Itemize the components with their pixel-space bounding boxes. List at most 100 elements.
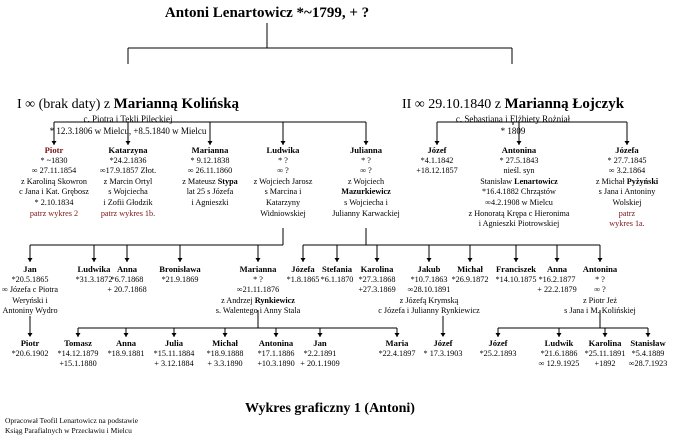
detail-text: ∞ 26.11.1860 xyxy=(187,166,233,176)
detail-text: patrz wykres 1b. xyxy=(100,208,156,218)
surname: Mazurkiewicz xyxy=(341,187,391,197)
person-detail-line: *14.10.1875 xyxy=(496,275,537,286)
detail-text: s. Walentego i Anny Stala xyxy=(215,306,301,316)
surname: Lenartowicz xyxy=(514,176,558,186)
person-detail-line: ∞ 26.11.1860 xyxy=(182,166,238,177)
person-detail-line: *25.11.1891 xyxy=(585,349,626,360)
arrow-down-icon xyxy=(51,141,57,145)
person-detail-line: z Józefą Krymską xyxy=(378,296,480,307)
detail-text: *25.2.1893 xyxy=(479,348,517,358)
arrow-down-icon xyxy=(426,258,432,262)
person-detail-line: *31.3.1872 xyxy=(76,275,113,286)
arrow-down-icon xyxy=(91,258,97,262)
person-józefa: Józefa*1.8.1865 xyxy=(287,264,320,285)
person-name: Józef xyxy=(488,338,508,348)
person-detail-line: *15.11.1884 xyxy=(154,349,195,360)
person-detail-line: ∞28.7.1923 xyxy=(629,359,668,370)
detail-text: *6.1.1870 xyxy=(320,274,354,284)
detail-text: *24.2.1836 xyxy=(109,155,147,165)
detail-text: *17.1.1886 xyxy=(257,348,295,358)
person-name: Ludwika xyxy=(266,145,300,155)
detail-text: *18.9.1888 xyxy=(206,348,244,358)
arrow-down-icon xyxy=(624,141,630,145)
detail-text: * 27.5.1843 xyxy=(499,155,539,165)
person-detail-line: s Marcina i xyxy=(254,187,313,198)
second-spouse-dates: * 1809 xyxy=(500,126,526,136)
arrow-down-icon xyxy=(222,333,228,337)
person-name: Piotr xyxy=(20,338,40,348)
detail-text: ∞17.9.1857 Złot. xyxy=(99,166,157,176)
detail-text: c Józefa i Julianny Rynkiewicz xyxy=(378,306,480,316)
detail-text: ∞ ? xyxy=(360,166,372,176)
arrow-down-icon xyxy=(27,333,33,337)
person-detail-line: ∞ Józefa c Piotra xyxy=(2,285,58,296)
person-name: Jan xyxy=(23,264,37,274)
arrow-down-icon xyxy=(602,333,608,337)
person-detail-line: ∞ ? xyxy=(564,285,636,296)
arrow-down-icon xyxy=(124,258,130,262)
person-karolina: Karolina*25.11.1891+1892 xyxy=(585,338,626,370)
detail-text: * ? xyxy=(253,274,263,284)
detail-text: z Wojciech xyxy=(347,176,385,186)
detail-text: + 22.2.1879 xyxy=(537,285,577,295)
person-bronisława: Bronisława*21.9.1869 xyxy=(159,264,200,285)
person-detail-line: z Wojciech Jarosz xyxy=(254,177,313,188)
detail-text: *16.4.1882 Chrząstów xyxy=(482,187,556,197)
first-marriage-block: I ∞ (brak daty) z Marianną Kolińską c. P… xyxy=(17,96,239,137)
detail-text: +15.1.1880 xyxy=(59,359,97,369)
person-detail-line: * ? xyxy=(254,156,313,167)
person-detail-line: * 9.12.1838 xyxy=(182,156,238,167)
person-detail-line: s. Walentego i Anny Stala xyxy=(216,306,300,317)
person-detail-line: z Karoliną Skowron xyxy=(19,177,89,188)
person-name: Michał xyxy=(457,264,483,274)
person-detail-line: Weryński i xyxy=(2,296,58,307)
detail-text: *31.3.1872 xyxy=(75,274,113,284)
person-maria: Maria*22.4.1897 xyxy=(379,338,416,359)
detail-text: *10.7.1863 xyxy=(410,274,448,284)
person-anna: Anna*18.9.1881 xyxy=(108,338,145,359)
arrow-down-icon xyxy=(440,333,446,337)
person-detail-line: *24.2.1836 xyxy=(100,156,156,167)
person-name: Antonina xyxy=(582,264,618,274)
detail-text: ∞28.10.1891 xyxy=(407,285,451,295)
person-name: Józefa xyxy=(291,264,315,274)
person-detail-line: + 3.3.1890 xyxy=(207,359,244,370)
person-ludwika: Ludwika*31.3.1872 xyxy=(76,264,113,285)
person-detail-line: *26.9.1872 xyxy=(452,275,489,286)
detail-text: s Jana i Antoniny xyxy=(598,187,656,197)
person-name: Julianna xyxy=(349,145,382,155)
detail-text: Weryński i xyxy=(12,295,48,305)
detail-text: s Marcina i xyxy=(264,187,302,197)
person-detail-line: i Zofii Głodzik xyxy=(100,198,156,209)
detail-text: +1892 xyxy=(594,359,616,369)
arrow-down-icon xyxy=(125,141,131,145)
detail-text: z Wojciech Jarosz xyxy=(253,176,313,186)
person-detail-line: z Andrzej Rynkiewicz xyxy=(216,296,300,307)
person-name: Franciszek xyxy=(495,264,537,274)
surname: Stypa xyxy=(217,176,238,186)
detail-text: *6.7.1868 xyxy=(110,274,144,284)
person-józef: Józef*4.1.1842+18.12.1857 xyxy=(416,145,457,177)
person-name: Anna xyxy=(116,264,138,274)
arrow-down-icon xyxy=(273,333,279,337)
person-anna: Anna*6.7.1868+ 20.7.1868 xyxy=(107,264,146,296)
detail-text: *1.8.1865 xyxy=(286,274,320,284)
person-detail-line: *18.9.1881 xyxy=(108,349,145,360)
person-detail-line: ∞ 3.2.1864 xyxy=(596,166,658,177)
detail-text: ∞ 27.11.1854 xyxy=(31,166,77,176)
arrow-down-icon xyxy=(556,333,562,337)
detail-text: *14.12.1879 xyxy=(57,348,99,358)
detail-text: Wolskiej xyxy=(612,197,642,207)
person-anna: Anna*16.2.1877+ 22.2.1879 xyxy=(537,264,576,296)
person-detail-line: +1892 xyxy=(585,359,626,370)
person-detail-line: ∞ 27.11.1854 xyxy=(19,166,89,177)
person-detail-line: s Wojciecha xyxy=(100,187,156,198)
detail-text: wykres 1a. xyxy=(609,219,645,229)
person-stefania: Stefania*6.1.1870 xyxy=(321,264,354,285)
person-antonina: Antonina*17.1.1886+10.3.1890 xyxy=(257,338,294,370)
detail-text: *25.11.1891 xyxy=(584,348,626,358)
